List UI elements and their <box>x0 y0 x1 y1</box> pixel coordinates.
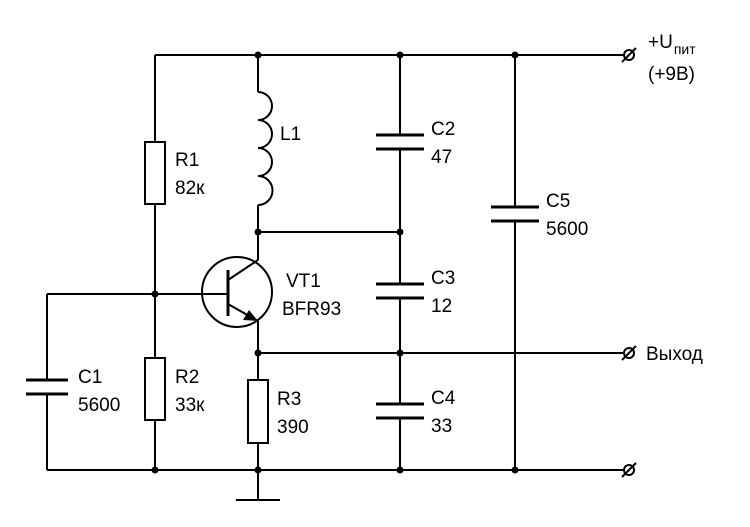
r2-value-label: 33к <box>175 395 205 416</box>
output-label: Выход <box>646 344 703 365</box>
capacitor-c4 <box>376 402 424 420</box>
c4-value-label: 33 <box>431 416 452 437</box>
terminal-supply <box>620 47 637 63</box>
c2-value-label: 47 <box>431 147 452 168</box>
inductor-l1 <box>257 91 274 206</box>
r3-value-label: 390 <box>277 417 309 438</box>
resistor-r3 <box>247 379 269 444</box>
c5-ref-label: C5 <box>546 191 570 212</box>
junction-dots <box>151 51 519 474</box>
resistor-r2 <box>144 357 166 421</box>
capacitor-c5 <box>491 205 539 223</box>
c3-value-label: 12 <box>431 296 452 317</box>
supply-voltage-label: (+9В) <box>648 64 695 85</box>
vt1-ref-label: VT1 <box>286 271 321 292</box>
transistor-vt1 <box>201 256 273 328</box>
l1-ref-label: L1 <box>280 124 301 145</box>
terminal-output <box>620 345 637 361</box>
c3-ref-label: C3 <box>431 268 455 289</box>
capacitor-c1 <box>26 378 68 396</box>
c1-value-label: 5600 <box>78 395 120 416</box>
supply-label: +Uпит <box>648 32 696 57</box>
c5-value-label: 5600 <box>546 219 588 240</box>
r3-ref-label: R3 <box>277 389 301 410</box>
c4-ref-label: C4 <box>431 388 456 409</box>
c2-ref-label: C2 <box>431 119 455 140</box>
r2-ref-label: R2 <box>175 367 199 388</box>
r1-value-label: 82к <box>175 178 205 199</box>
resistor-r1 <box>144 141 166 205</box>
capacitor-c3 <box>376 282 424 300</box>
r1-ref-label: R1 <box>175 150 199 171</box>
terminal-ground <box>620 462 637 478</box>
supply-prefix: +U <box>648 32 673 53</box>
vt1-value-label: BFR93 <box>282 299 341 320</box>
emitter-arrow-icon <box>243 310 258 321</box>
capacitor-c2 <box>376 133 424 151</box>
c1-ref-label: C1 <box>78 367 102 388</box>
wires <box>46 54 620 501</box>
supply-subscript: пит <box>674 41 696 57</box>
